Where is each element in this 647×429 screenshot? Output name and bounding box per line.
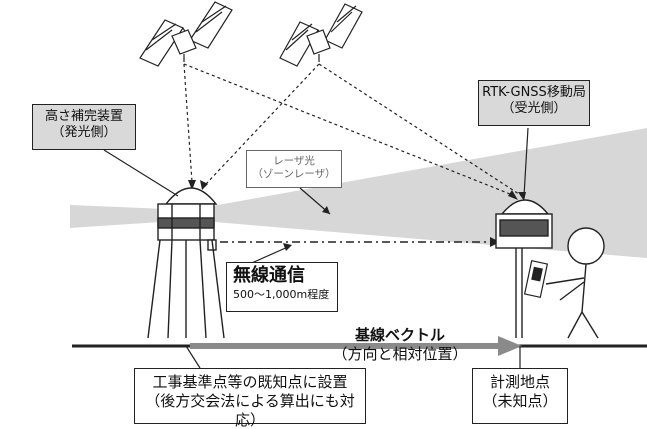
handheld-controller	[523, 259, 549, 299]
leader-rover	[523, 127, 529, 197]
rover-callout-line2: （受光側）	[501, 101, 567, 117]
signal-line-2	[183, 63, 516, 197]
radio-callout-title: 無線通信	[233, 265, 305, 286]
laser-beam-zone	[70, 128, 647, 258]
leveler-callout-line1: 高さ補完装置	[44, 109, 123, 124]
laser-callout: レーザ光 （ゾーンレーザ）	[246, 150, 342, 188]
survey-point-callout: 計測地点 （未知点）	[472, 368, 568, 424]
baseline-label-line1: 基線ベクトル	[354, 326, 445, 344]
baseline-label-line2: （方向と相対位置）	[332, 344, 468, 363]
leveler-callout: 高さ補完装置 （発光側）	[32, 104, 136, 150]
rover-callout-line1: RTK-GNSS移動局	[482, 85, 586, 100]
rover-callout: RTK-GNSS移動局 （受光側）	[478, 80, 590, 126]
rtk-gnss-rover	[495, 199, 553, 338]
satellite-right-icon	[279, 3, 363, 67]
signal-line-4	[318, 63, 523, 197]
leader-known-point	[185, 345, 201, 369]
height-complement-device	[157, 187, 218, 251]
baseline-vector-label: 基線ベクトル （方向と相対位置）	[310, 326, 490, 364]
leader-leveler	[103, 149, 179, 197]
known-point-callout: 工事基準点等の既知点に設置 （後方交会法による算出にも対応）	[134, 368, 366, 429]
survey-point-line1: 計測地点	[489, 373, 550, 391]
leveler-callout-line2: （発光側）	[51, 125, 117, 141]
known-point-line2: （後方交会法による算出にも対応）	[145, 391, 355, 429]
signal-line-1	[183, 63, 193, 183]
surveyor-figure	[545, 227, 605, 339]
known-point-line1: 工事基準点等の既知点に設置	[152, 373, 348, 391]
radio-callout: 無線通信 500～1,000m程度	[226, 262, 338, 312]
laser-callout-line2: （ゾーンレーザ）	[252, 168, 336, 181]
tripod	[147, 239, 225, 339]
radio-callout-range: 500～1,000m程度	[233, 287, 330, 301]
satellite-left-icon	[139, 1, 233, 67]
laser-callout-line1: レーザ光	[273, 155, 315, 167]
survey-point-line2: （未知点）	[482, 391, 558, 410]
